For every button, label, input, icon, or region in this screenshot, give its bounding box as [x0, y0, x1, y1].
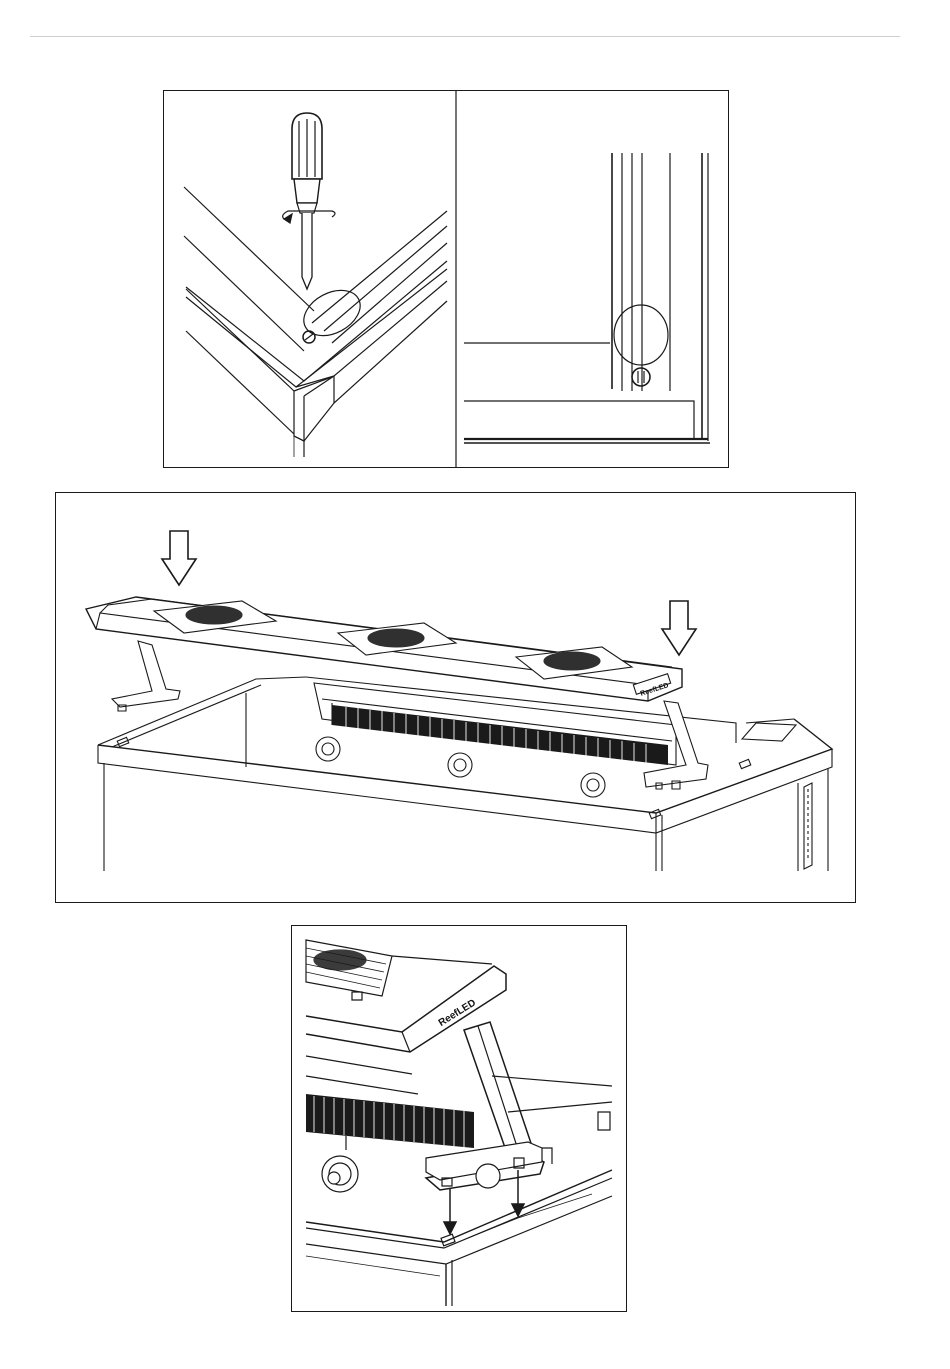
knob-icon [448, 753, 472, 777]
lamp-leg-left [112, 641, 180, 711]
down-arrow-left-icon [162, 531, 196, 585]
aquarium-rim-detail [306, 1170, 612, 1306]
fan-grille-icon [306, 940, 392, 1000]
figure-screw-adjustment-drawing [164, 91, 729, 468]
side-view-drawing [464, 153, 710, 443]
rear-light-bar [314, 683, 676, 797]
figure-foot-detail-drawing: ReefLED [292, 926, 627, 1312]
rear-strip [598, 1112, 610, 1130]
figure-screw-adjustment [163, 90, 729, 468]
adjust-knob-icon [322, 1156, 358, 1192]
adjust-screw-side-icon [632, 368, 650, 386]
screwdriver-icon [283, 113, 335, 289]
heat-sink-fins [306, 1094, 474, 1150]
figure-lamp-mounting: ReefLED [55, 492, 856, 903]
frame-corner-drawing [184, 187, 447, 457]
knob-icon [581, 773, 605, 797]
knob-icon [316, 737, 340, 761]
figure-foot-detail: ReefLED [291, 925, 627, 1312]
down-arrow-icon [444, 1188, 456, 1234]
header-rule [30, 36, 900, 37]
down-arrow-right-icon [662, 601, 696, 655]
figure-lamp-mounting-drawing: ReefLED [56, 493, 856, 903]
foot-knob-icon [476, 1164, 500, 1188]
